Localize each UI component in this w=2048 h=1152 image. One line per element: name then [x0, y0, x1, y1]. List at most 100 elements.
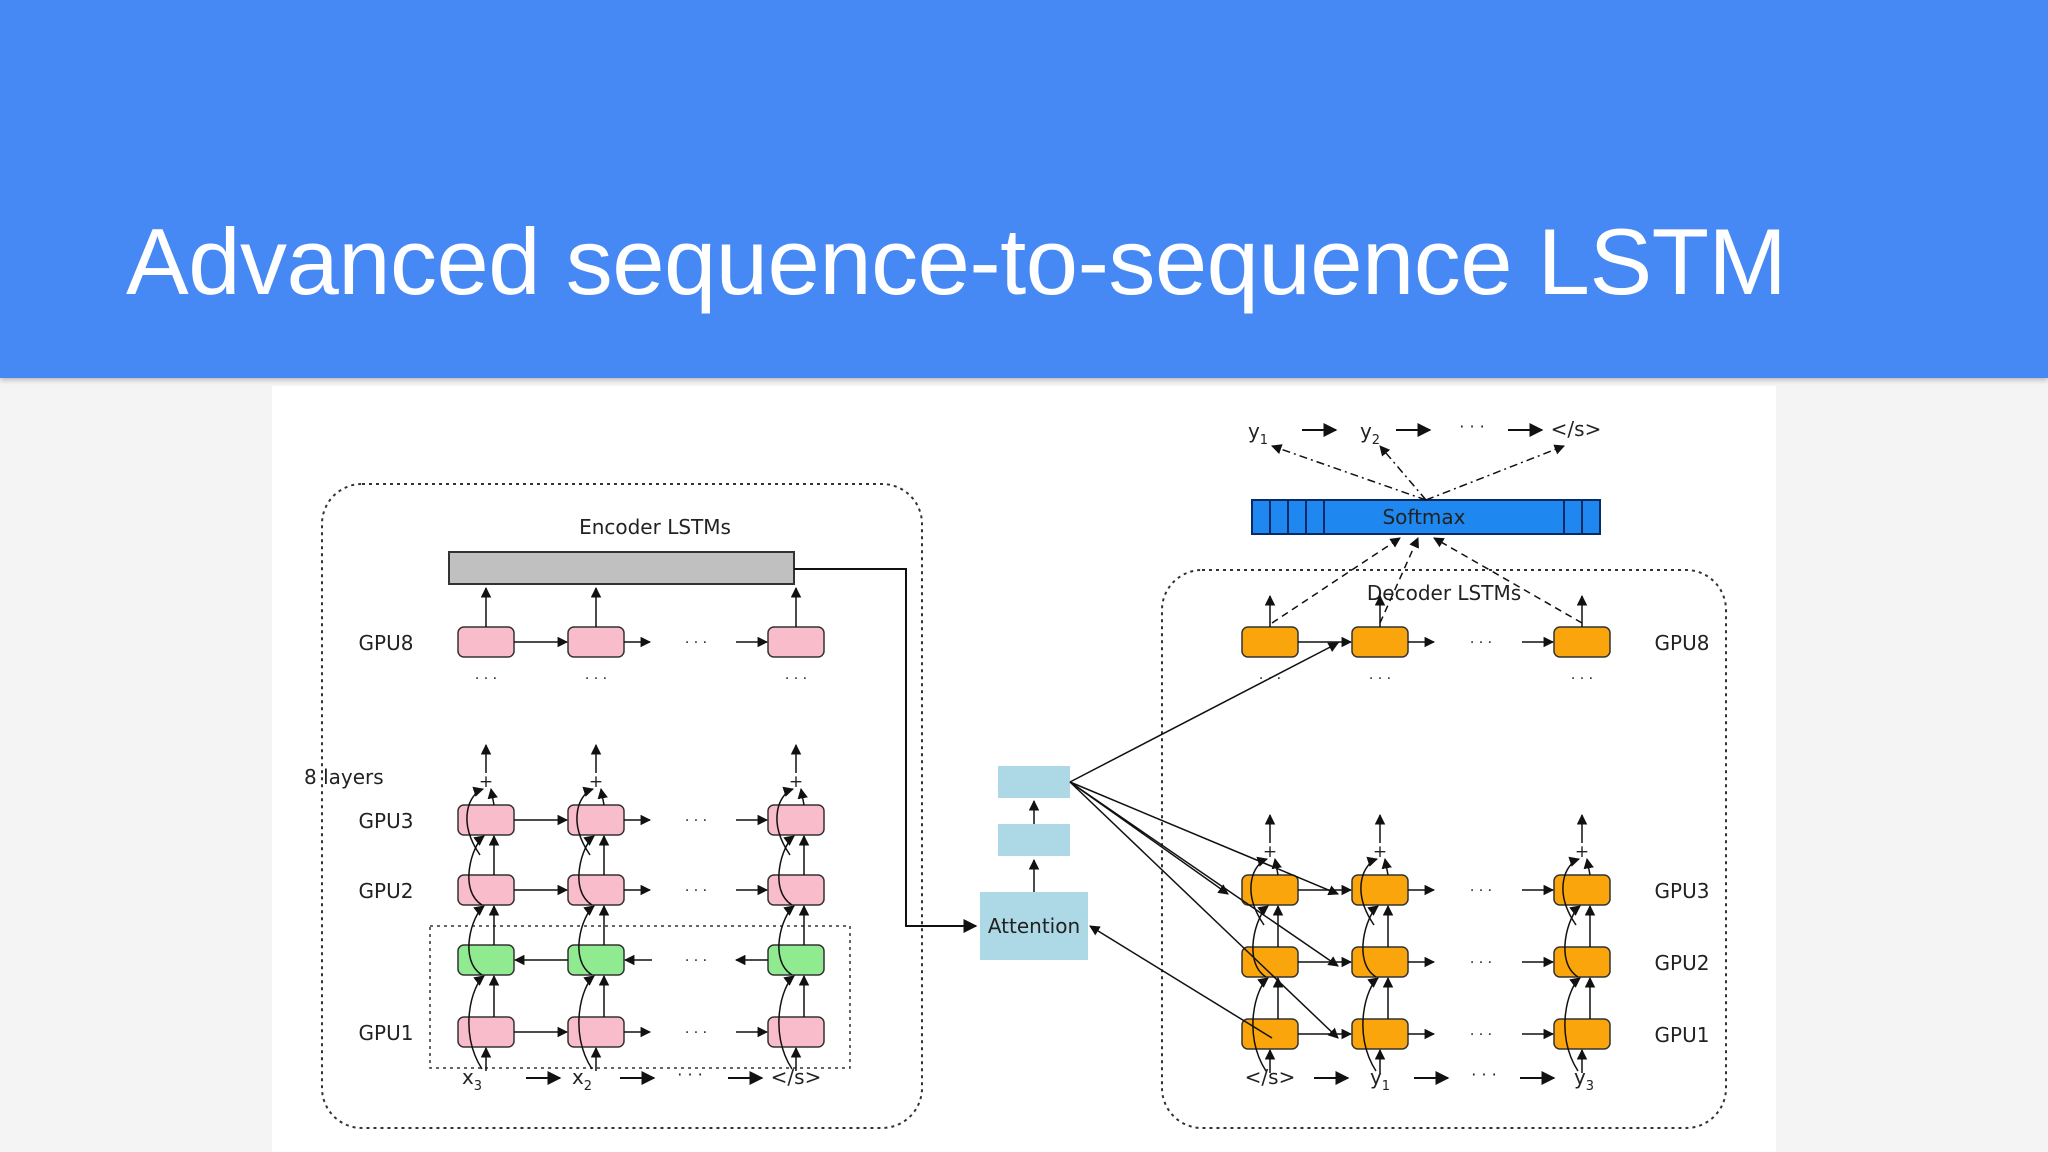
- softmax-layer: Softmax: [1251, 499, 1601, 535]
- encoder-title: Encoder LSTMs: [579, 515, 731, 539]
- encoder-cell-grid: · · ·· · ·· · ·· · ·· · ·· · ·+· · ·+· ·…: [457, 586, 825, 1071]
- lstm-cell: [1553, 946, 1611, 978]
- attention-fanout: [1069, 642, 1339, 1039]
- decoder-output-y2: y2: [1360, 419, 1380, 448]
- decoder-to-softmax-arrow: [1271, 537, 1401, 624]
- softmax-bar: [1251, 499, 1601, 535]
- residual-connection: [778, 835, 795, 906]
- encoder-input-ellipsis: · · ·: [677, 1065, 702, 1084]
- residual-connection: [468, 905, 485, 976]
- residual-connection: [578, 905, 595, 976]
- lstm-cell: [567, 944, 625, 976]
- lstm-cell: [567, 1016, 625, 1048]
- decoder-to-softmax-arrow: [1433, 537, 1583, 624]
- first-layer-highlight: [429, 925, 851, 1069]
- decoder-input-row: </s> y1 y3 · · ·: [1245, 1065, 1594, 1094]
- decoder-output-row: y1 y2 </s> · · ·: [1248, 417, 1601, 448]
- lstm-cell: [1351, 1018, 1409, 1050]
- softmax-output-arrow: [1271, 444, 1427, 501]
- layer-ellipsis: · · ·: [1369, 671, 1391, 687]
- encoder-gpu2-label: GPU2: [359, 879, 414, 903]
- layer-ellipsis: · · ·: [785, 671, 807, 687]
- attention-box: [980, 892, 1088, 960]
- lstm-cell: [1351, 946, 1409, 978]
- attention-to-decoder-arrow: [1069, 781, 1339, 1039]
- recurrence-ellipsis: · · ·: [685, 953, 707, 969]
- decoder-to-attention-arrow: [1089, 925, 1273, 1039]
- decoder-input-y1: y1: [1370, 1065, 1390, 1094]
- attention-to-decoder-arrow: [1069, 781, 1339, 896]
- residual-connection: [578, 975, 595, 1070]
- lstm-cell: [767, 874, 825, 906]
- softmax-output-arrow: [1425, 444, 1565, 501]
- layer-up-arrow: [1381, 857, 1392, 876]
- attention-to-decoder-arrow: [1069, 642, 1339, 783]
- softmax-label: Softmax: [1382, 505, 1465, 529]
- lstm-cell: [1553, 1018, 1611, 1050]
- attention-context-block: [998, 766, 1070, 798]
- lstm-cell: [767, 944, 825, 976]
- lstm-cell: [457, 1016, 515, 1048]
- residual-connection: [1362, 977, 1379, 1072]
- attention-label: Attention: [988, 914, 1080, 938]
- lstm-cell: [1553, 626, 1611, 658]
- lstm-cell: [1351, 626, 1409, 658]
- lstm-cell: [567, 626, 625, 658]
- encoder-input-row: x3 x2 </s> · · ·: [462, 1065, 821, 1094]
- lstm-cell: [1241, 626, 1299, 658]
- layer-up-arrow: [797, 787, 808, 806]
- decoder-output-eos: </s>: [1551, 417, 1602, 441]
- layer-up-arrow: [597, 787, 608, 806]
- layer-ellipsis: · · ·: [475, 671, 497, 687]
- layer-up-arrow: [1583, 857, 1594, 876]
- decoder-gpu1-label: GPU1: [1655, 1023, 1710, 1047]
- recurrence-ellipsis: · · ·: [1470, 1027, 1492, 1043]
- lstm-cell: [767, 626, 825, 658]
- recurrence-ellipsis: · · ·: [685, 635, 707, 651]
- layer-up-arrow: [1271, 857, 1282, 876]
- decoder-output-y1: y1: [1248, 419, 1268, 448]
- decoder-to-softmax-arrow: [1379, 537, 1419, 624]
- decoder-input-y3: y3: [1574, 1065, 1594, 1094]
- decoder-boundary: [1161, 569, 1727, 1129]
- decoder-gpu2-label: GPU2: [1655, 951, 1710, 975]
- encoder-input-x3: x3: [462, 1065, 482, 1094]
- lstm-cell: [767, 1016, 825, 1048]
- lstm-cell: [567, 874, 625, 906]
- lstm-cell: [457, 874, 515, 906]
- recurrence-ellipsis: · · ·: [1470, 635, 1492, 651]
- encoder-summary-bar: [448, 551, 795, 585]
- layer-up-arrow: [487, 787, 498, 806]
- lstm-cell: [457, 944, 515, 976]
- decoder-input-ellipsis: · · ·: [1471, 1065, 1496, 1084]
- residual-connection: [468, 975, 485, 1070]
- encoder-input-eos: </s>: [771, 1065, 822, 1089]
- recurrence-ellipsis: · · ·: [685, 1025, 707, 1041]
- encoder-boundary: [321, 483, 923, 1129]
- residual-connection: [1362, 905, 1379, 978]
- residual-connection: [1252, 977, 1269, 1072]
- layer-ellipsis: · · ·: [585, 671, 607, 687]
- layer-ellipsis: · · ·: [1571, 671, 1593, 687]
- recurrence-ellipsis: · · ·: [685, 883, 707, 899]
- residual-connection: [578, 835, 595, 906]
- recurrence-ellipsis: · · ·: [1470, 883, 1492, 899]
- encoder-gpu8-label: GPU8: [359, 631, 414, 655]
- encoder-gpu1-label: GPU1: [359, 1021, 414, 1045]
- decoder-cell-grid: · · ·· · ·· · ·· · ·· · ·+· · ·+· · ·+: [1241, 594, 1611, 1073]
- diagram-canvas: Encoder LSTMs GPU8 GPU3 GPU2 GPU1 8 laye…: [304, 417, 1727, 1129]
- decoder-gpu3-label: GPU3: [1655, 879, 1710, 903]
- decoder-title: Decoder LSTMs: [1367, 581, 1521, 605]
- decoder-input-eos: </s>: [1245, 1065, 1296, 1089]
- slide-title: Advanced sequence-to-sequence LSTM: [126, 209, 1787, 314]
- attention-to-decoder-arrow: [1069, 781, 1229, 895]
- recurrence-ellipsis: · · ·: [685, 813, 707, 829]
- residual-connection: [778, 975, 795, 1070]
- layers-count-label: 8 layers: [304, 765, 384, 789]
- encoder-to-attention-arrow: [794, 568, 978, 933]
- decoder-gpu8-label: GPU8: [1655, 631, 1710, 655]
- encoder-gpu3-label: GPU3: [359, 809, 414, 833]
- title-bar: Advanced sequence-to-sequence LSTM: [0, 0, 2048, 378]
- lstm-cell: [457, 626, 515, 658]
- residual-connection: [778, 905, 795, 976]
